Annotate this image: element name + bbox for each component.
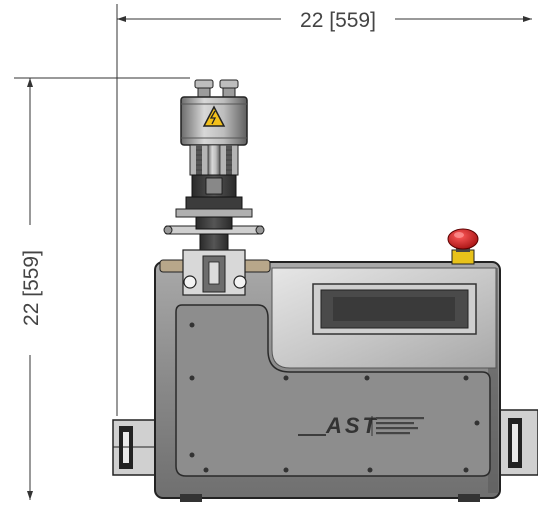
width-dimension-label: 22 [559]	[300, 9, 376, 32]
emergency-stop-icon[interactable]	[447, 228, 479, 265]
warning-triangle-icon	[202, 105, 226, 127]
left-base-rail	[112, 419, 158, 476]
nameplate: AST	[298, 413, 424, 438]
height-dimension-label: 22 [559]	[20, 250, 43, 326]
vertical-dimension: 22 [559]	[14, 77, 190, 500]
spindle-assembly	[159, 144, 271, 296]
lcd-display	[312, 283, 477, 335]
horizontal-dimension: 22 [559]	[116, 4, 532, 416]
brand-logo: AST	[325, 413, 379, 438]
right-base-rail	[497, 409, 538, 476]
